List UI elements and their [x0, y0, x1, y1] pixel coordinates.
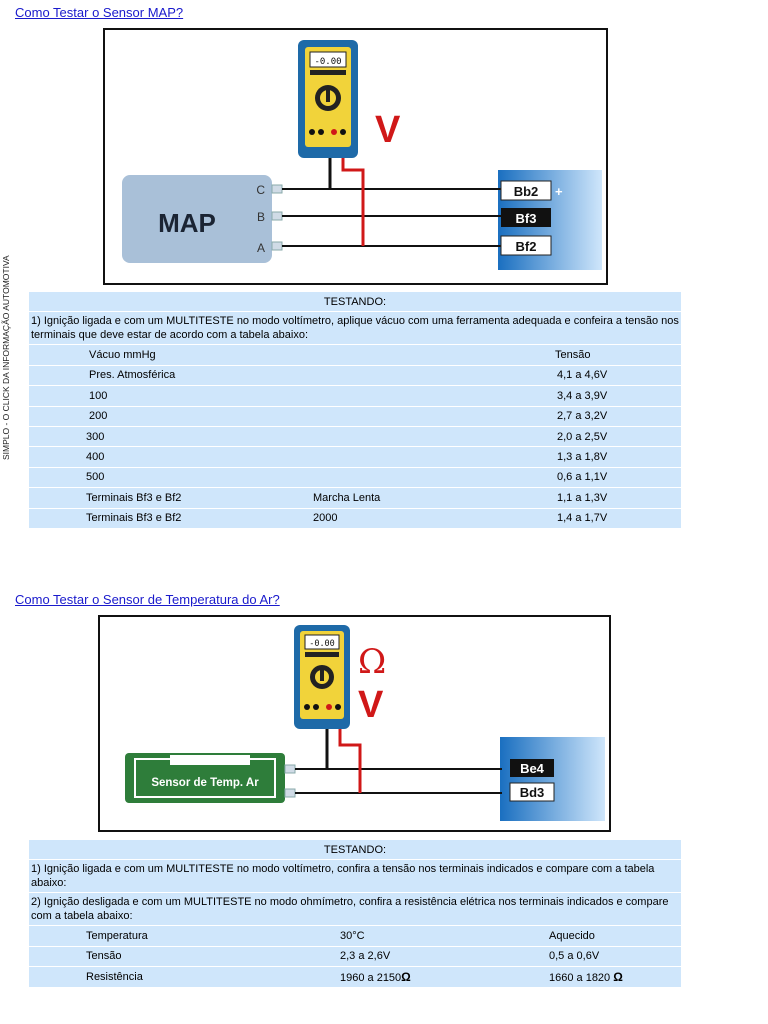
table-instruction: 1) Ignição ligada e com um MULTITESTE no… — [29, 311, 681, 346]
air-temp-sensor-test-link[interactable]: Como Testar o Sensor de Temperatura do A… — [15, 592, 280, 607]
svg-text:C: C — [256, 183, 265, 197]
table-row: 100 3,4 a 3,9V — [29, 385, 681, 407]
resistance-cold-value: 1960 a 2150 — [340, 971, 402, 984]
red-probe-lead — [338, 717, 362, 793]
col-vacuum-header: Vácuo mmHg — [29, 344, 311, 366]
sensor-label: Sensor de Temp. Ar — [151, 777, 259, 789]
table-row: 500 0,6 a 1,1V — [29, 467, 681, 489]
table-heading: TESTANDO: — [29, 292, 681, 313]
table-row: Resistência 1960 a 2150Ω 1660 a 1820 Ω — [29, 966, 681, 988]
meter-display: -0.00 — [314, 57, 341, 67]
table-row: Terminais Bf3 e Bf2 2000 1,4 a 1,7V — [29, 508, 681, 529]
air-temp-test-table: TESTANDO: 1) Ignição ligada e com um MUL… — [29, 840, 681, 988]
table-header-row: Vácuo mmHg Tensão — [29, 344, 681, 366]
map-sensor-body — [122, 175, 272, 263]
table-instruction-1: 1) Ignição ligada e com um MULTITESTE no… — [29, 859, 681, 894]
ecu-connector-block — [500, 737, 605, 821]
multimeter: -0.00 — [294, 625, 350, 729]
resistance-hot-value: 1660 a 1820 — [549, 971, 611, 984]
col-voltage-header: Tensão — [535, 344, 681, 366]
map-sensor-test-link[interactable]: Como Testar o Sensor MAP? — [15, 5, 184, 20]
table-instruction-2: 2) Ignição desligada e com um MULTITESTE… — [29, 892, 681, 927]
terminal-bb2: Bb2 — [514, 184, 539, 199]
table-row: 300 2,0 a 2,5V — [29, 426, 681, 448]
table-row: 200 2,7 a 3,2V — [29, 406, 681, 427]
meter-display: -0.00 — [309, 639, 335, 649]
air-temp-sensor-diagram: Sensor de Temp. Ar Be4 Bd3 -0.00 Ω V — [98, 615, 611, 832]
svg-text:A: A — [257, 241, 265, 255]
ohm-mode-label: Ω — [358, 642, 386, 682]
plus-sign: + — [555, 184, 563, 199]
terminal-be4: Be4 — [520, 761, 545, 776]
table-heading: TESTANDO: — [29, 840, 681, 861]
voltage-mode-label: V — [358, 684, 384, 726]
terminal-bd3: Bd3 — [520, 785, 545, 800]
ohm-symbol: Ω — [401, 969, 411, 984]
map-label: MAP — [158, 208, 216, 238]
multimeter: -0.00 — [298, 40, 358, 158]
terminal-bf3: Bf3 — [516, 211, 537, 226]
terminal-bf2: Bf2 — [516, 239, 537, 254]
table-row: 400 1,3 a 1,8V — [29, 446, 681, 468]
map-test-table: TESTANDO: 1) Ignição ligada e com um MUL… — [29, 292, 681, 529]
svg-text:B: B — [257, 210, 265, 224]
air-temp-sensor-body: Sensor de Temp. Ar — [125, 753, 296, 803]
table-row: Terminais Bf3 e Bf2 Marcha Lenta 1,1 a 1… — [29, 487, 681, 509]
map-sensor-diagram: MAP C B A Bb2 + Bf3 Bf2 -0.00 — [103, 28, 608, 285]
table-row: Tensão 2,3 a 2,6V 0,5 a 0,6V — [29, 946, 681, 968]
ohm-symbol: Ω — [613, 969, 623, 984]
voltage-mode-label: V — [375, 109, 401, 151]
table-row: Pres. Atmosférica 4,1 a 4,6V — [29, 365, 681, 387]
table-row: Temperatura 30°C Aquecido — [29, 925, 681, 947]
